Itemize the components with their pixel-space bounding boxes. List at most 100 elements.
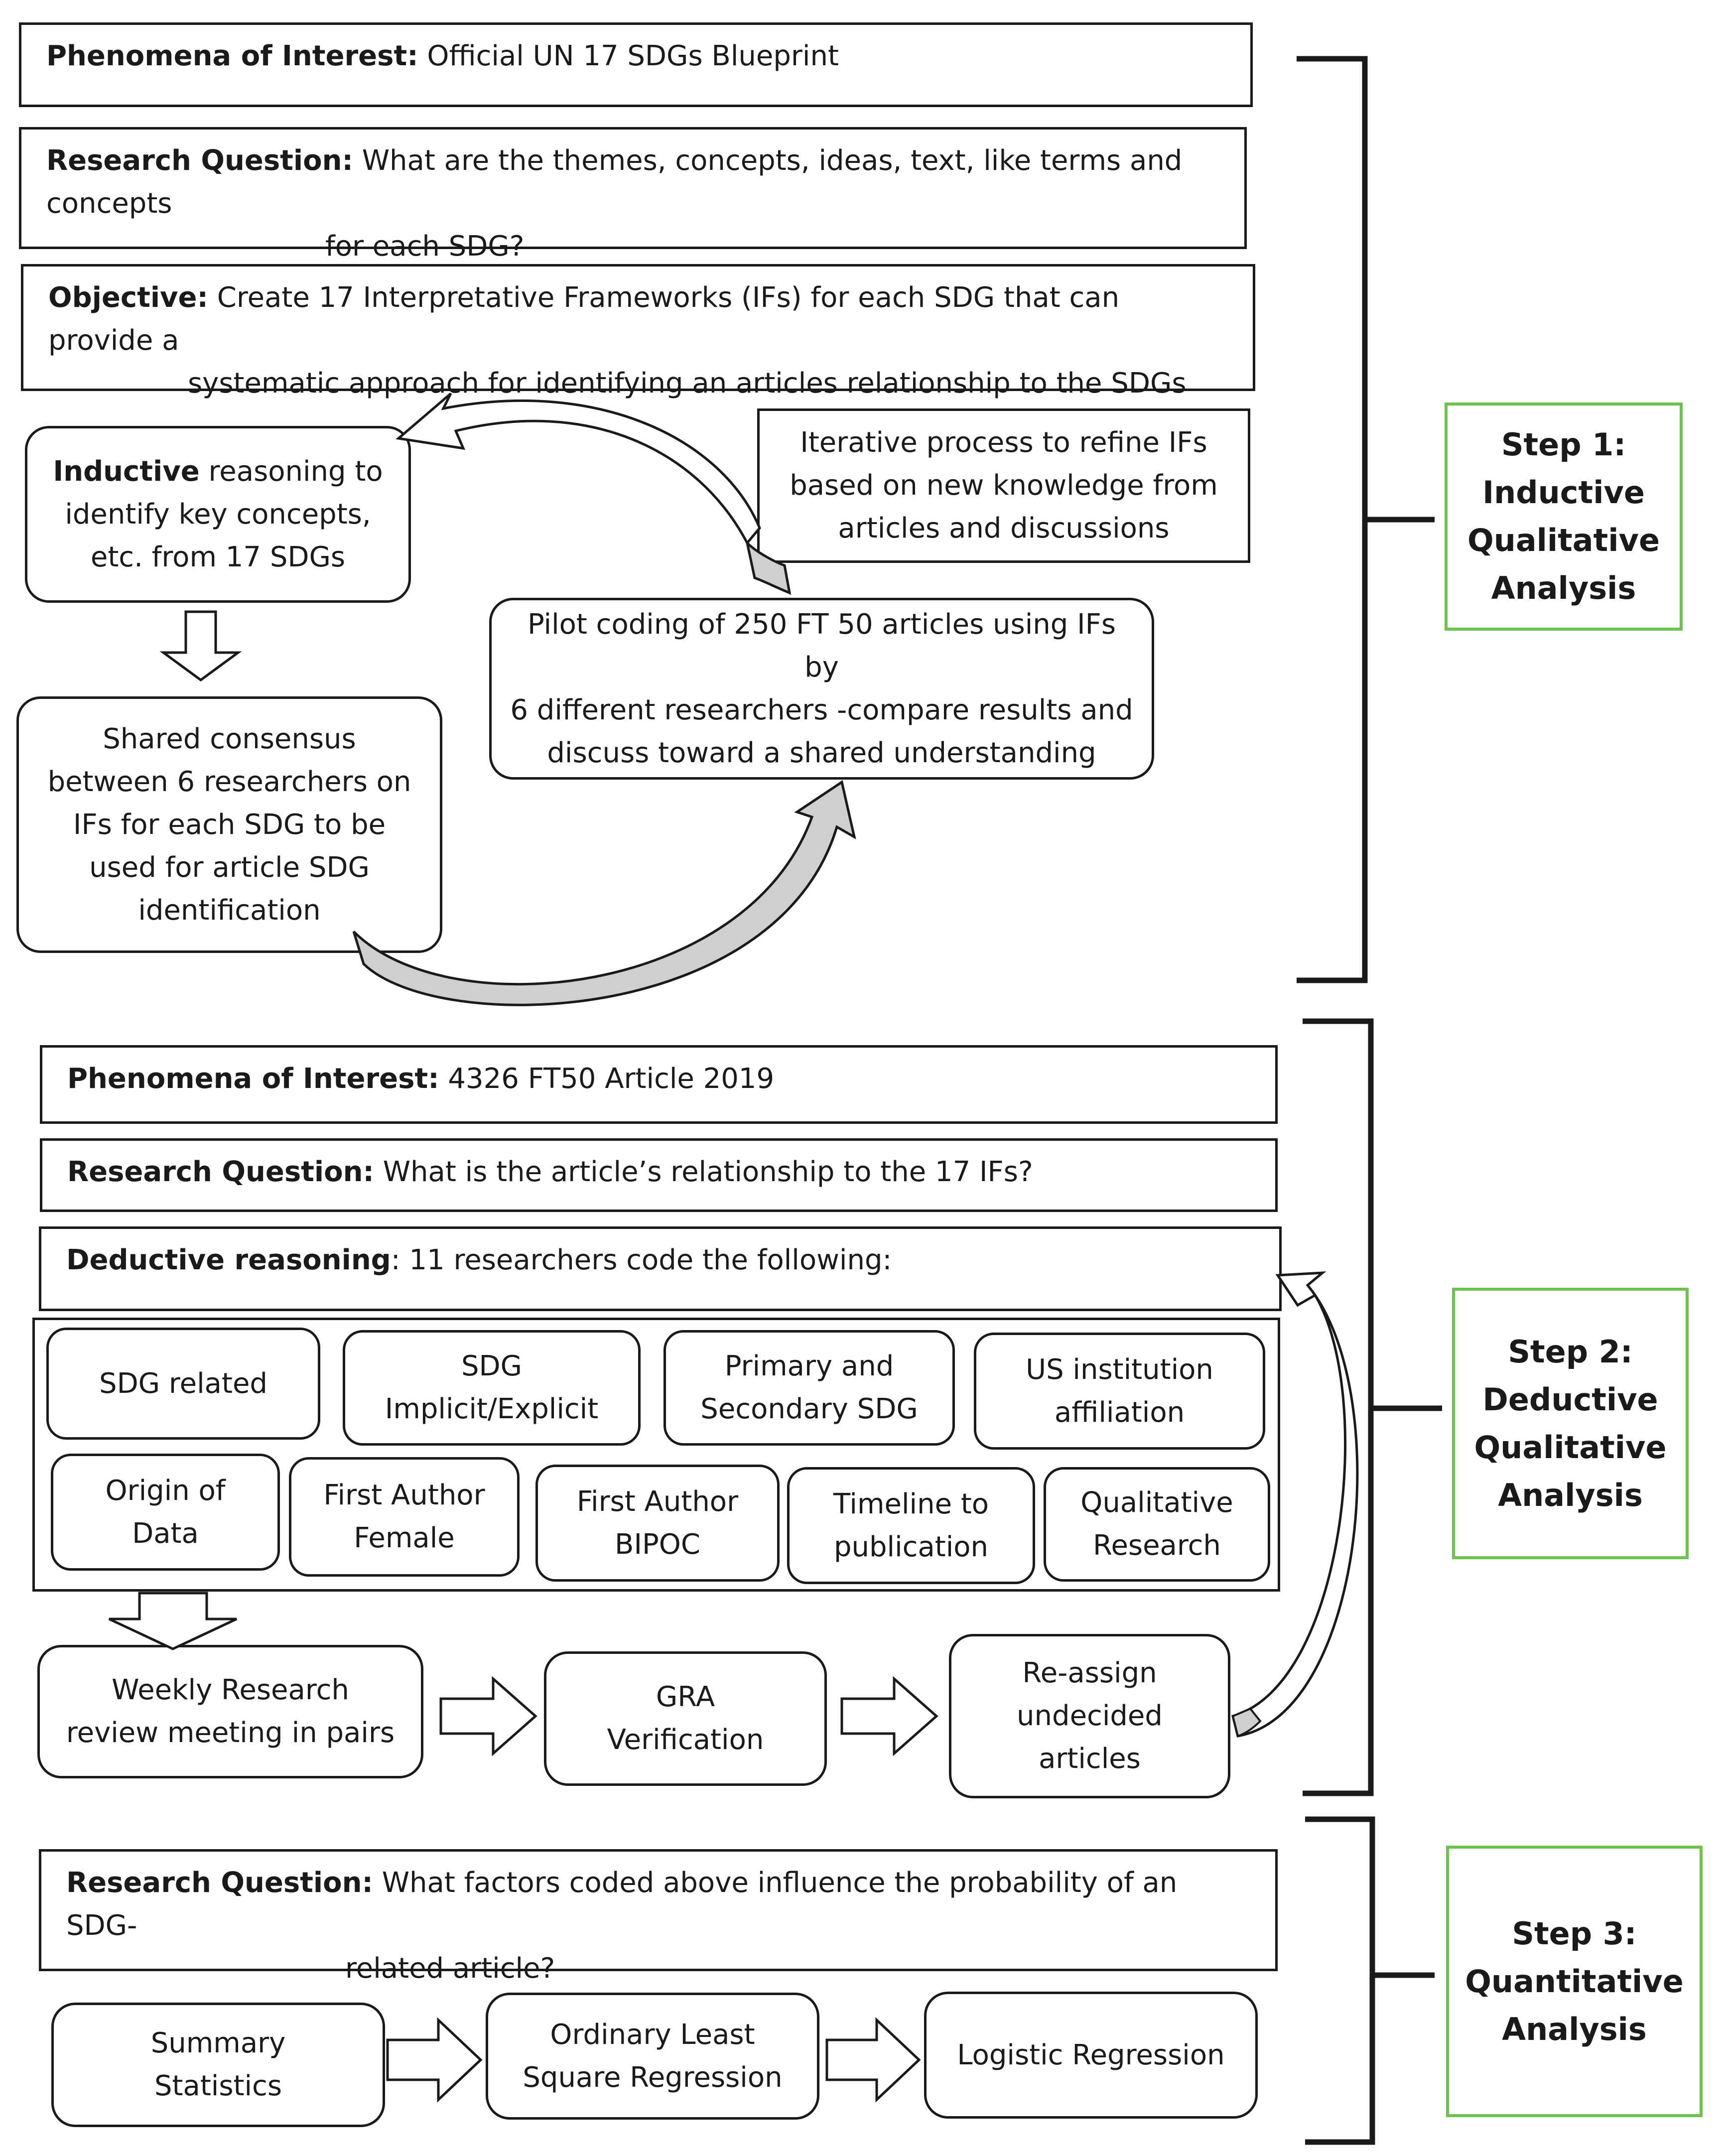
reassign-line3: articles bbox=[1039, 1743, 1141, 1775]
step2-bracket bbox=[1303, 1018, 1442, 1796]
step2-label-line3: Qualitative bbox=[1474, 1429, 1667, 1466]
code-sdg-implicit-explicit: SDG Implicit/Explicit bbox=[343, 1330, 641, 1446]
step3-label-box: Step 3: Quantitative Analysis bbox=[1446, 1846, 1703, 2117]
code-female-line2: Female bbox=[354, 1522, 455, 1554]
step2-research-question-box: Research Question: What is the article’s… bbox=[40, 1138, 1278, 1212]
code-bipoc-line1: First Author bbox=[576, 1485, 739, 1518]
step2-label-line4: Analysis bbox=[1498, 1477, 1643, 1513]
gra-verification-box: GRA Verification bbox=[544, 1651, 827, 1786]
code-sdg-related: SDG related bbox=[46, 1328, 320, 1440]
step1-bracket bbox=[1297, 56, 1435, 983]
gra-line2: Verification bbox=[607, 1724, 764, 1756]
curved-arrow-pilot-to-iterative bbox=[745, 539, 792, 595]
objective-line2: systematic approach for identifying an a… bbox=[188, 367, 1187, 400]
step2-label-box: Step 2: Deductive Qualitative Analysis bbox=[1452, 1288, 1689, 1559]
ols-line2: Square Regression bbox=[523, 2061, 783, 2094]
research-question-line2: for each SDG? bbox=[325, 230, 525, 263]
step3-label-line3: Analysis bbox=[1502, 2011, 1647, 2047]
curved-arrow-iterative-to-inductive bbox=[396, 393, 761, 545]
step2-research-question-label: Research Question: bbox=[67, 1156, 374, 1188]
reassign-line2: undecided bbox=[1017, 1700, 1163, 1732]
step3-bracket bbox=[1305, 1816, 1435, 2145]
iterative-line2: based on new knowledge from bbox=[790, 469, 1218, 502]
step2-phenomena-box: Phenomena of Interest: 4326 FT50 Article… bbox=[40, 1045, 1278, 1124]
step3-label-line2: Quantitative bbox=[1465, 1963, 1684, 2000]
ols-line1: Ordinary Least bbox=[550, 2018, 755, 2051]
code-origin-line1: Origin of bbox=[105, 1474, 226, 1507]
objective-line1: Create 17 Interpretative Frameworks (IFs… bbox=[48, 281, 1120, 357]
right-arrow-gra-reassign bbox=[840, 1676, 938, 1756]
shared-consensus-box: Shared consensus between 6 researchers o… bbox=[16, 696, 442, 953]
pilot-line1: Pilot coding of 250 FT 50 articles using… bbox=[527, 608, 1116, 683]
inductive-line3: etc. from 17 SDGs bbox=[90, 540, 346, 573]
step3-research-question-box: Research Question: What factors coded ab… bbox=[39, 1849, 1278, 1985]
right-arrow-summary-ols bbox=[386, 2017, 483, 2103]
weekly-line1: Weekly Research bbox=[112, 1674, 349, 1706]
code-first-author-bipoc: First Author BIPOC bbox=[535, 1465, 780, 1582]
down-arrow-codes bbox=[108, 1592, 238, 1650]
code-sdg-line2: Implicit/Explicit bbox=[385, 1393, 599, 1425]
iterative-line1: Iterative process to refine IFs bbox=[800, 426, 1207, 459]
inductive-rest: reasoning to bbox=[208, 455, 383, 488]
consensus-line2: between 6 researchers on bbox=[47, 765, 411, 798]
step1-label-line2: Inductive bbox=[1482, 474, 1645, 511]
step1-phenomena-box: Phenomena of Interest: Official UN 17 SD… bbox=[19, 22, 1253, 107]
step2-label-line2: Deductive bbox=[1482, 1381, 1658, 1418]
code-origin-line2: Data bbox=[132, 1517, 199, 1550]
step1-objective-box: Objective: Create 17 Interpretative Fram… bbox=[21, 264, 1255, 400]
objective-label: Objective: bbox=[48, 281, 208, 314]
code-us-line1: US institution bbox=[1026, 1353, 1213, 1386]
consensus-line1: Shared consensus bbox=[103, 722, 356, 755]
pilot-coding-box: Pilot coding of 250 FT 50 articles using… bbox=[489, 598, 1154, 780]
deductive-text: : 11 researchers code the following: bbox=[391, 1244, 892, 1276]
code-bipoc-line2: BIPOC bbox=[615, 1528, 700, 1561]
code-female-line1: First Author bbox=[323, 1479, 485, 1511]
ols-regression-box: Ordinary Least Square Regression bbox=[486, 1993, 819, 2120]
inductive-reasoning-box: Inductive reasoning to identify key conc… bbox=[25, 426, 411, 603]
code-timeline-to-publication: Timeline to publication bbox=[787, 1467, 1035, 1584]
weekly-review-box: Weekly Research review meeting in pairs bbox=[37, 1645, 423, 1778]
consensus-line4: used for article SDG bbox=[89, 851, 370, 884]
inductive-bold: Inductive bbox=[53, 455, 200, 488]
code-timeline-line1: Timeline to bbox=[833, 1487, 989, 1520]
research-question-line1: What are the themes, concepts, ideas, te… bbox=[46, 144, 1183, 220]
gra-line1: GRA bbox=[656, 1681, 715, 1713]
phenomena-text: Official UN 17 SDGs Blueprint bbox=[427, 40, 839, 72]
step3-research-question-line1: What factors coded above influence the p… bbox=[66, 1867, 1178, 1942]
code-qualitative-line2: Research bbox=[1093, 1529, 1221, 1562]
step2-label-line1: Step 2: bbox=[1508, 1333, 1633, 1370]
step1-label-line4: Analysis bbox=[1491, 570, 1636, 606]
summary-line2: Statistics bbox=[154, 2070, 282, 2102]
reassign-box: Re-assign undecided articles bbox=[949, 1634, 1230, 1798]
curved-arrow-reassign-base bbox=[1231, 1707, 1262, 1738]
code-qualitative-line1: Qualitative bbox=[1080, 1486, 1233, 1519]
code-us-institution: US institution affiliation bbox=[974, 1333, 1265, 1450]
summary-statistics-box: Summary Statistics bbox=[51, 2003, 385, 2127]
code-sdg-related-line1: SDG related bbox=[99, 1367, 267, 1400]
down-arrow-inductive bbox=[159, 610, 242, 682]
logistic-regression-box: Logistic Regression bbox=[924, 1992, 1258, 2119]
step1-label-line1: Step 1: bbox=[1501, 426, 1626, 463]
logistic-line1: Logistic Regression bbox=[957, 2038, 1225, 2071]
code-primary-line2: Secondary SDG bbox=[700, 1393, 918, 1425]
research-question-label: Research Question: bbox=[46, 144, 353, 177]
iterative-process-box: Iterative process to refine IFs based on… bbox=[757, 408, 1250, 563]
right-arrow-weekly-gra bbox=[439, 1676, 537, 1756]
inductive-line2: identify key concepts, bbox=[65, 498, 371, 531]
weekly-line2: review meeting in pairs bbox=[66, 1717, 395, 1749]
consensus-line5: identification bbox=[138, 894, 321, 927]
step1-research-question-box: Research Question: What are the themes, … bbox=[19, 127, 1247, 263]
reassign-line1: Re-assign bbox=[1022, 1657, 1157, 1689]
summary-line1: Summary bbox=[150, 2027, 286, 2059]
step2-phenomena-label: Phenomena of Interest: bbox=[67, 1063, 439, 1095]
pilot-line3: discuss toward a shared understanding bbox=[547, 736, 1096, 769]
code-primary-line1: Primary and bbox=[724, 1350, 894, 1382]
step3-research-question-label: Research Question: bbox=[66, 1867, 373, 1899]
code-primary-secondary-sdg: Primary and Secondary SDG bbox=[663, 1330, 955, 1446]
curved-arrow-consensus-to-pilot bbox=[352, 780, 856, 1006]
pilot-line2: 6 different researchers -compare results… bbox=[510, 693, 1133, 726]
code-qualitative-research: Qualitative Research bbox=[1044, 1467, 1270, 1582]
code-origin-of-data: Origin of Data bbox=[51, 1454, 280, 1571]
deductive-label: Deductive reasoning bbox=[66, 1244, 391, 1276]
deductive-reasoning-box: Deductive reasoning: 11 researchers code… bbox=[39, 1226, 1282, 1311]
